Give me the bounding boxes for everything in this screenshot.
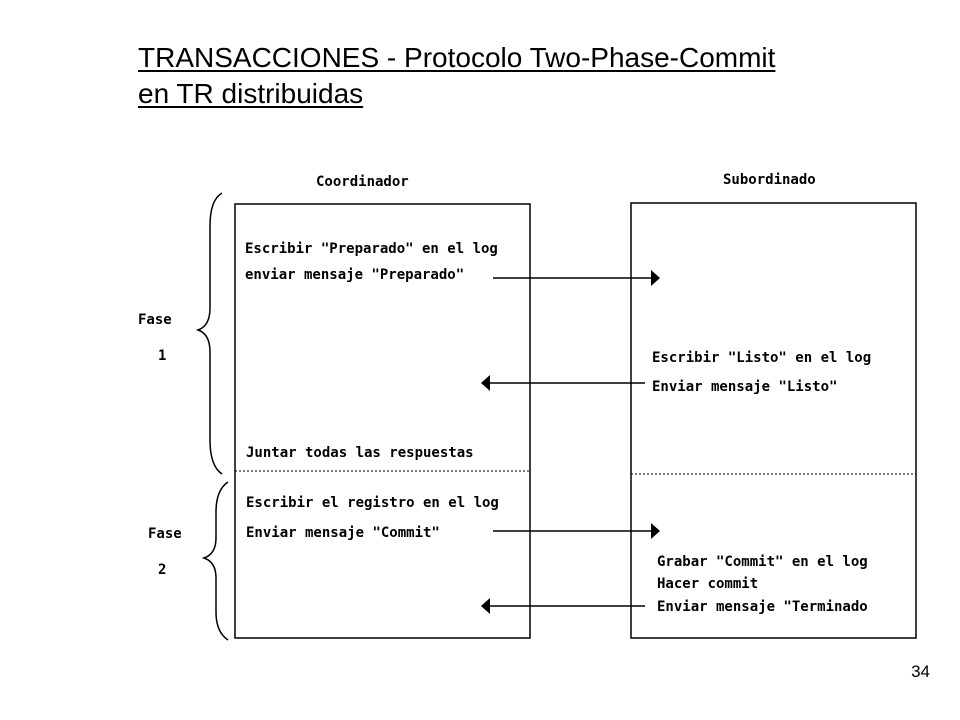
arrow-left-icon	[481, 598, 490, 614]
phase-2-brace	[201, 481, 229, 641]
subordinate-line-send-ready: Enviar mensaje "Listo"	[652, 379, 837, 395]
coordinator-line-send-commit: Enviar mensaje "Commit"	[246, 525, 440, 541]
arrow-ready	[481, 375, 645, 391]
arrow-left-icon	[481, 375, 490, 391]
phase-2-number: 2	[158, 562, 166, 578]
slide-title-line-1: TRANSACCIONES - Protocolo Two-Phase-Comm…	[138, 42, 776, 73]
coordinator-line-collect-responses: Juntar todas las respuestas	[246, 445, 474, 461]
slide-title-line-2: en TR distribuidas	[138, 78, 364, 109]
coordinator-line-write-prepared: Escribir "Preparado" en el log	[245, 241, 498, 257]
subordinate-line-write-commit: Grabar "Commit" en el log	[657, 554, 868, 570]
phase-1-brace	[195, 192, 223, 475]
subordinate-line-write-ready: Escribir "Listo" en el log	[652, 350, 871, 366]
arrow-prepared	[493, 270, 660, 286]
arrow-right-icon	[651, 523, 660, 539]
subordinate-line-send-done: Enviar mensaje "Terminado	[657, 599, 868, 615]
arrow-right-icon	[651, 270, 660, 286]
subordinate-line-do-commit: Hacer commit	[657, 576, 758, 592]
coordinator-line-write-record: Escribir el registro en el log	[246, 495, 499, 511]
coordinator-line-send-prepared: enviar mensaje "Preparado"	[245, 267, 464, 283]
coordinator-box	[234, 203, 531, 639]
slide-title: TRANSACCIONES - Protocolo Two-Phase-Comm…	[138, 40, 898, 112]
subordinate-header: Subordinado	[723, 172, 816, 188]
phase-1-label: Fase	[138, 312, 172, 328]
coordinator-header: Coordinador	[316, 174, 409, 190]
arrow-commit	[493, 523, 660, 539]
arrow-done	[481, 598, 645, 614]
phase-1-number: 1	[158, 348, 166, 364]
phase-2-label: Fase	[148, 526, 182, 542]
subordinate-box	[630, 202, 917, 639]
page-number: 34	[911, 662, 930, 681]
